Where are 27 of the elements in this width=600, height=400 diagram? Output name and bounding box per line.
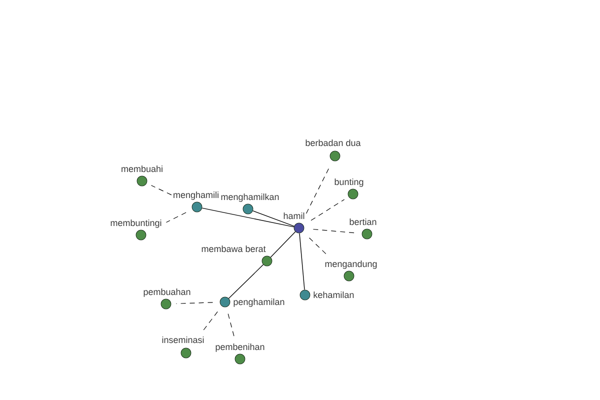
node-label: menghamilkan (221, 193, 279, 202)
connector-line (310, 199, 345, 221)
node-label: mengandung (325, 260, 377, 269)
node-label: berbadan dua (306, 139, 361, 146)
node-label: hamil (284, 212, 304, 220)
node-label: membuahi (122, 165, 162, 172)
node-label: inseminasi (162, 336, 204, 344)
connector-line (150, 185, 172, 196)
node-label: bertian (350, 218, 376, 226)
node-label: menghamili (174, 191, 218, 200)
connector-line (228, 314, 235, 339)
connector-line (299, 232, 305, 290)
connector-line (228, 264, 264, 299)
node-label: pembuahan (144, 288, 190, 297)
connector-line (202, 311, 218, 331)
node-label: membuntingi (110, 219, 162, 228)
connector-line (308, 238, 329, 257)
node-label: membawa berat (202, 245, 266, 252)
connector-line (270, 231, 296, 258)
node-label: penghamilan (234, 298, 284, 307)
connector-line (166, 212, 186, 223)
node-label: pembenihan (216, 343, 264, 352)
node-label: kehamilan (314, 291, 354, 298)
node-label: bunting (334, 178, 364, 187)
connector-line (202, 208, 294, 228)
connector-line (176, 302, 214, 304)
connector-line (252, 210, 294, 227)
